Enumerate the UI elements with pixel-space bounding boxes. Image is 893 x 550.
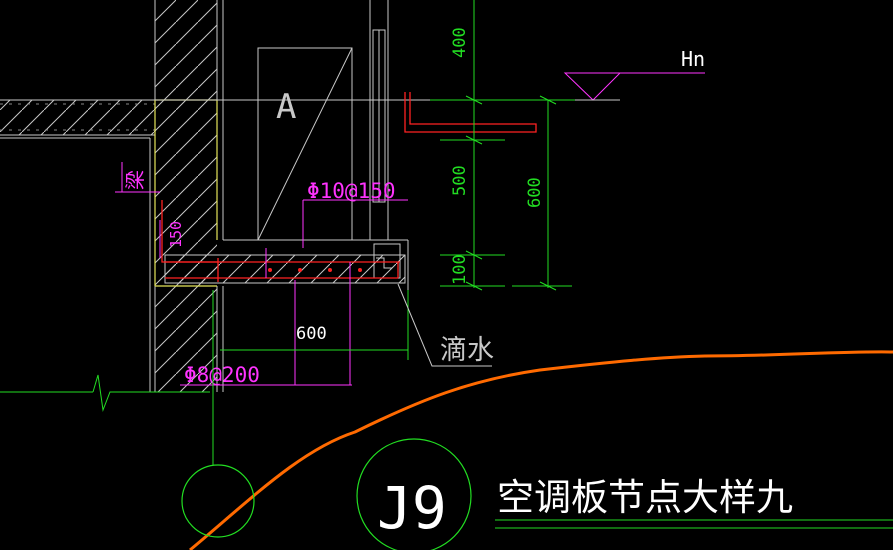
drip-leader <box>397 283 492 367</box>
detail-bubble <box>356 438 472 550</box>
dim-100: 100 <box>450 254 470 285</box>
detail-id: J9 <box>377 474 447 542</box>
dimension-lines <box>0 0 893 529</box>
rebar-bracket <box>404 92 537 133</box>
dim-600-total: 600 <box>525 177 545 208</box>
dim-400: 400 <box>450 27 470 58</box>
axis-bubble <box>181 464 255 538</box>
floor-slab <box>0 99 155 136</box>
boundary-curve <box>189 350 893 550</box>
drip-label: 滴水 <box>440 335 494 366</box>
dim-150: 150 <box>167 221 185 248</box>
beam-label: 梁 <box>123 170 147 190</box>
rebar-bottom-label: Φ8@200 <box>184 363 260 387</box>
wall-structure <box>0 0 409 393</box>
annotations <box>115 162 408 386</box>
dim-500: 500 <box>450 165 470 196</box>
detail-title: 空调板节点大样九 <box>497 476 793 519</box>
window-frame <box>372 29 401 279</box>
dim-600-width: 600 <box>296 324 327 344</box>
panel-label: A <box>276 87 296 127</box>
ac-slab <box>159 200 406 284</box>
level-symbol <box>563 72 705 101</box>
rebar-top-label: Φ10@150 <box>307 179 396 203</box>
level-label: Hn <box>681 47 705 71</box>
panel-a: A <box>257 47 353 241</box>
